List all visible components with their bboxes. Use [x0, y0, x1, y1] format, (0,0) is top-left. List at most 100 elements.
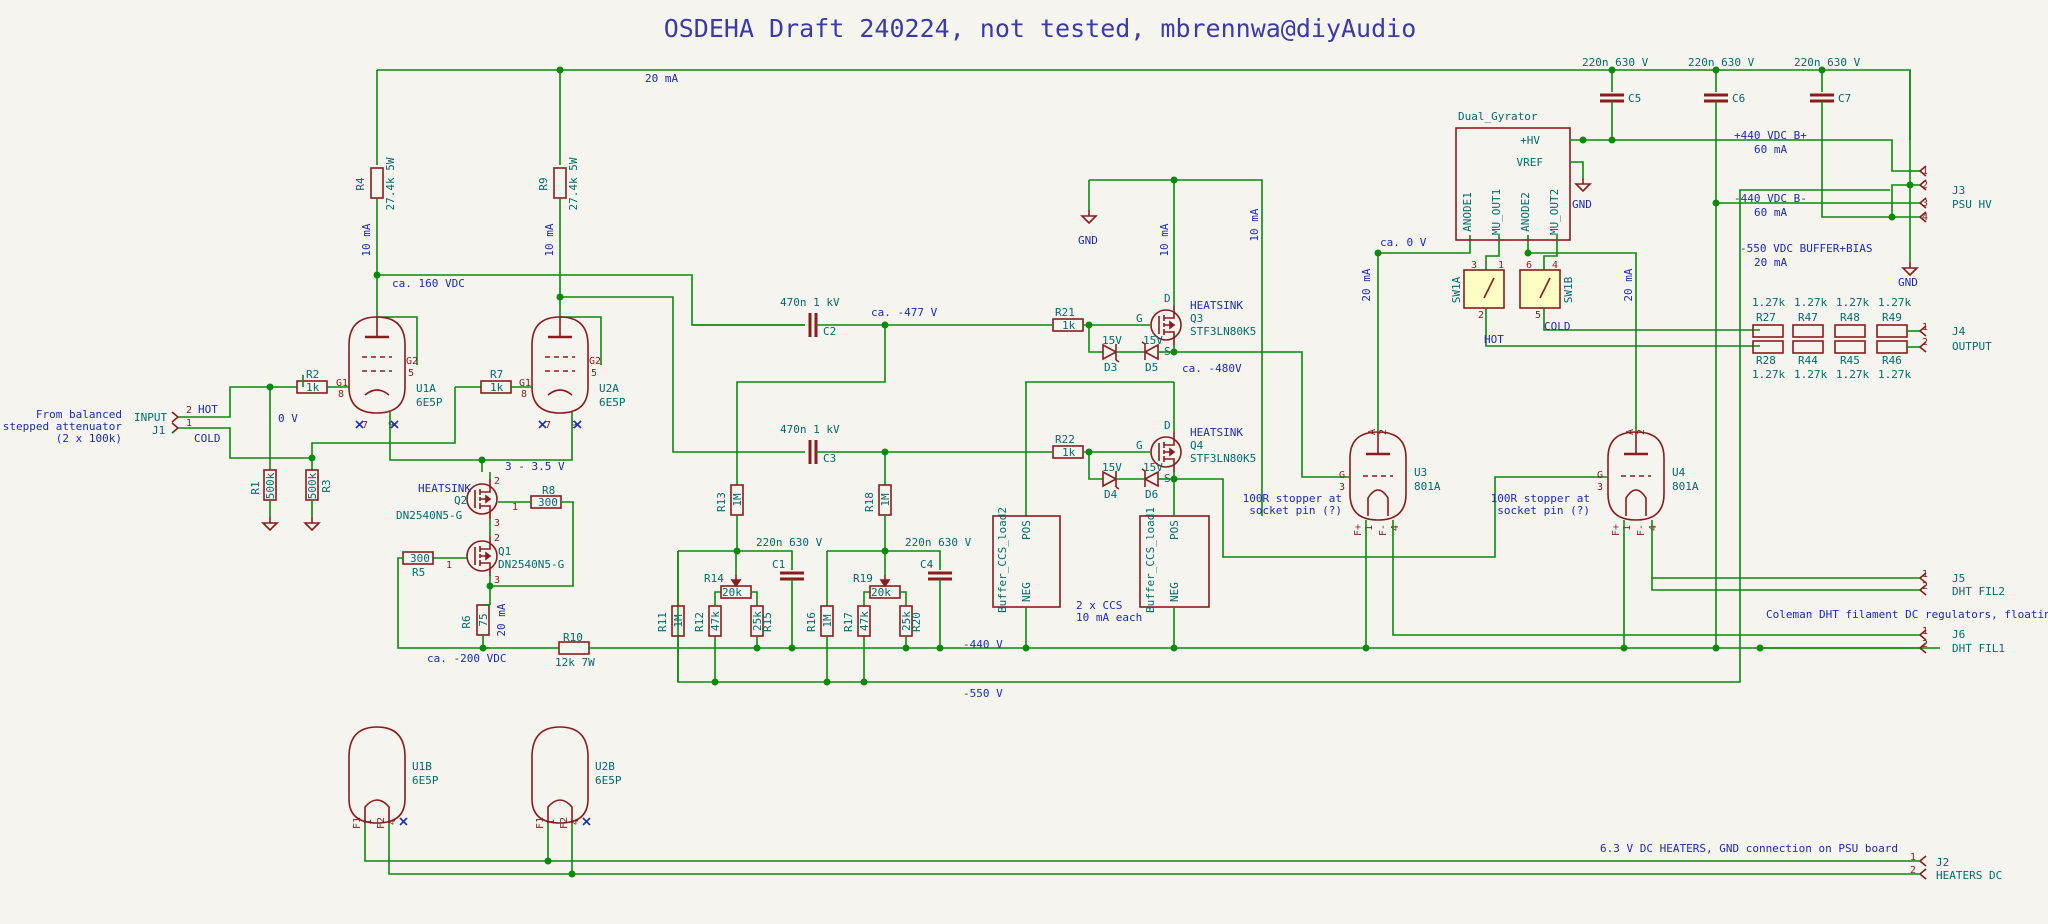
mosfet-q3: HEATSINK Q3 STF3LN80K5 G D S 10 mA	[1136, 180, 1256, 358]
connector-j6: 1 2 J6 DHT FIL1	[1919, 626, 2005, 655]
svg-text:C6: C6	[1732, 92, 1745, 105]
svg-text:DN2540N5-G: DN2540N5-G	[498, 558, 564, 571]
svg-text:R18: R18	[863, 492, 876, 512]
svg-text:1: 1	[363, 819, 374, 825]
svg-text:10 mA each: 10 mA each	[1076, 611, 1142, 624]
svg-text:J6: J6	[1952, 628, 1965, 641]
svg-text:1: 1	[512, 502, 518, 513]
svg-text:2: 2	[1378, 429, 1389, 435]
svg-text:Buffer_CCS_load2: Buffer_CCS_load2	[996, 507, 1009, 613]
svg-text:1: 1	[546, 819, 557, 825]
svg-text:47k: 47k	[858, 611, 871, 631]
svg-text:1.27k: 1.27k	[1878, 296, 1911, 309]
switch-sw1a: SW1A 3 1 2 HOT	[1450, 260, 1760, 347]
svg-text:ANODE2: ANODE2	[1519, 192, 1532, 232]
connector-j5: 1 2 J5 DHT FIL2 Coleman DHT filament DC …	[1766, 569, 2048, 621]
svg-text:+440 VDC B+: +440 VDC B+	[1734, 129, 1807, 142]
svg-text:R27: R27	[1756, 311, 1776, 324]
tube-u1a: U1A 6E5P G1 8 G2 5 7 9	[336, 315, 443, 431]
svg-text:20 mA: 20 mA	[1360, 268, 1373, 301]
svg-text:D6: D6	[1145, 488, 1158, 501]
zeners-q3: 15V D3 15V D5 ca. -480V	[1085, 321, 1242, 375]
svg-text:1.27k: 1.27k	[1794, 368, 1827, 381]
svg-text:4: 4	[1922, 212, 1928, 223]
svg-text:1.27k: 1.27k	[1836, 296, 1869, 309]
svg-text:ca. -480V: ca. -480V	[1182, 362, 1242, 375]
svg-text:2: 2	[494, 476, 500, 487]
svg-text:U1A: U1A	[416, 382, 436, 395]
svg-text:F-: F-	[1378, 524, 1389, 536]
svg-text:-440 VDC B-: -440 VDC B-	[1734, 192, 1807, 205]
svg-text:4: 4	[1390, 525, 1401, 531]
svg-text:ca. -200 VDC: ca. -200 VDC	[427, 652, 506, 665]
svg-text:5: 5	[591, 368, 597, 379]
svg-text:25k: 25k	[900, 611, 913, 631]
svg-text:From balanced: From balanced	[36, 408, 122, 421]
svg-text:NEG: NEG	[1168, 582, 1181, 602]
schematic-title: OSDEHA Draft 240224, not tested, mbrennw…	[664, 14, 1417, 43]
svg-text:10 mA: 10 mA	[1248, 208, 1261, 241]
svg-text:1: 1	[1364, 525, 1375, 531]
svg-text:20 mA: 20 mA	[495, 603, 508, 636]
svg-text:C4: C4	[920, 558, 934, 571]
svg-text:ANODE1: ANODE1	[1461, 192, 1474, 232]
svg-text:VREF: VREF	[1517, 156, 1544, 169]
svg-text:POS: POS	[1020, 520, 1033, 540]
svg-text:R2: R2	[306, 368, 319, 381]
svg-text:G: G	[1136, 312, 1143, 325]
svg-text:4: 4	[387, 819, 398, 825]
svg-text:SW1A: SW1A	[1450, 276, 1463, 303]
resistor-r6: R6 75 20 mA	[460, 603, 508, 652]
svg-text:socket pin (?): socket pin (?)	[1497, 504, 1590, 517]
svg-text:STF3LN80K5: STF3LN80K5	[1190, 325, 1256, 338]
svg-text:C7: C7	[1838, 92, 1851, 105]
rail-current: 20 mA	[645, 72, 678, 85]
svg-text:5: 5	[408, 368, 414, 379]
resistor-r22: R22 1k	[1052, 433, 1150, 459]
dual-gyrator: Dual_Gyrator +HV VREF ANODE1 MU_OUT1 ANO…	[1455, 110, 1910, 270]
svg-text:G: G	[1339, 470, 1345, 481]
svg-text:R17: R17	[842, 612, 855, 632]
svg-text:4: 4	[570, 819, 581, 825]
svg-text:PSU HV: PSU HV	[1952, 198, 1992, 211]
svg-text:G1: G1	[336, 378, 348, 389]
svg-text:100R stopper at: 100R stopper at	[1243, 492, 1342, 505]
svg-text:F2: F2	[376, 817, 387, 829]
svg-text:4: 4	[1648, 525, 1659, 531]
svg-text:J3: J3	[1952, 184, 1965, 197]
resistor-r3: R3 500k	[304, 454, 333, 531]
svg-text:U3: U3	[1414, 466, 1427, 479]
svg-text:F+: F+	[1353, 524, 1364, 536]
svg-text:R16: R16	[805, 612, 818, 632]
resistor-r5: R5 300	[397, 551, 490, 649]
svg-text:470n 1 kV: 470n 1 kV	[780, 296, 840, 309]
svg-text:8: 8	[338, 389, 344, 400]
svg-text:R6: R6	[460, 615, 473, 628]
svg-text:20k: 20k	[871, 586, 891, 599]
svg-text:20k: 20k	[722, 586, 742, 599]
svg-text:A: A	[1625, 429, 1636, 435]
capacitor-c2: C2 470n 1 kV ca. -477 V	[692, 296, 1052, 339]
svg-text:2: 2	[1922, 180, 1928, 191]
svg-text:500k: 500k	[264, 472, 277, 499]
svg-text:1.27k: 1.27k	[1794, 296, 1827, 309]
svg-text:MU_OUT2: MU_OUT2	[1548, 189, 1561, 235]
svg-text:20 mA: 20 mA	[1622, 268, 1635, 301]
svg-text:STF3LN80K5: STF3LN80K5	[1190, 452, 1256, 465]
svg-text:J1: J1	[152, 424, 165, 437]
svg-text:F-: F-	[1636, 524, 1647, 536]
svg-text:R21: R21	[1055, 306, 1075, 319]
svg-text:1: 1	[1922, 322, 1928, 333]
svg-text:3: 3	[494, 575, 500, 586]
svg-text:G: G	[1136, 439, 1143, 452]
svg-text:R12: R12	[693, 612, 706, 632]
svg-text:2: 2	[186, 405, 192, 416]
svg-text:1.27k: 1.27k	[1836, 368, 1869, 381]
resistor-r21: R21 1k	[1052, 306, 1150, 332]
svg-text:C2: C2	[823, 325, 836, 338]
svg-text:OUTPUT: OUTPUT	[1952, 340, 1992, 353]
svg-text:J2: J2	[1936, 856, 1949, 869]
svg-text:R44: R44	[1798, 354, 1818, 367]
svg-text:ca. 160 VDC: ca. 160 VDC	[392, 277, 465, 290]
svg-text:R15: R15	[761, 612, 774, 632]
